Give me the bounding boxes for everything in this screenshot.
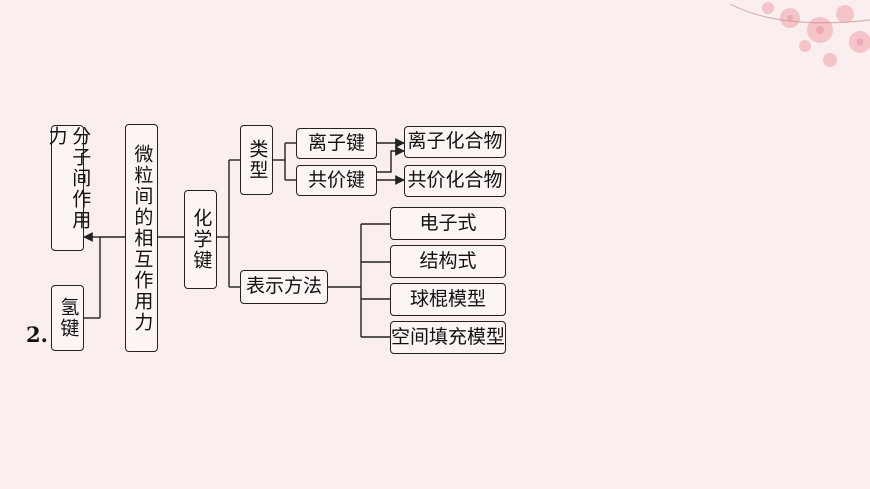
node-particle-interaction: 微粒间的相互作用力	[125, 124, 158, 352]
node-ionic-bond: 离子键	[296, 128, 377, 159]
node-molecular-force: 分子间作用力	[46, 125, 91, 251]
node-structural-formula: 结构式	[390, 245, 506, 278]
node-types: 类型	[240, 125, 273, 195]
node-ball-stick-model: 球棍模型	[390, 283, 506, 316]
node-hydrogen-bond: 氢键	[51, 285, 84, 351]
node-representation: 表示方法	[240, 270, 328, 304]
node-covalent-bond: 共价键	[296, 165, 377, 196]
node-chemical-bond: 化学键	[184, 190, 217, 289]
node-electron-formula: 电子式	[390, 207, 506, 240]
node-space-filling-model: 空间填充模型	[390, 321, 506, 354]
node-covalent-compound: 共价化合物	[404, 165, 506, 197]
item-number: 2.	[26, 322, 48, 347]
cherry-blossom-decoration	[729, 2, 870, 67]
node-ionic-compound: 离子化合物	[404, 126, 506, 158]
